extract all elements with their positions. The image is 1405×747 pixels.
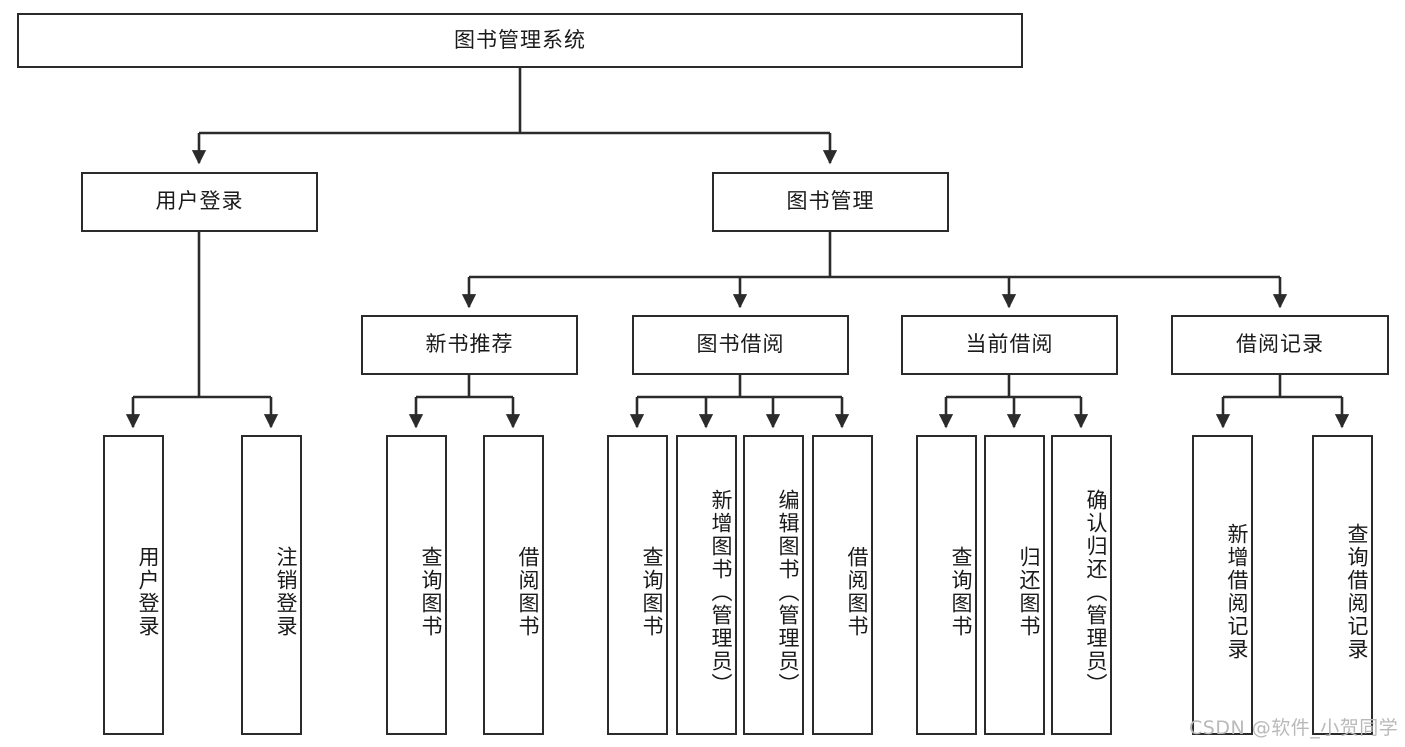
node-leaf-query-book-3-label: 查询图书 (949, 546, 973, 638)
node-leaf-add-book[interactable]: 新增图书（管理员） (676, 435, 737, 735)
node-user-login-label: 用户登录 (155, 189, 244, 214)
node-book-manage-label: 图书管理 (786, 189, 875, 214)
node-leaf-query-record-label: 查询借阅记录 (1345, 523, 1369, 661)
node-leaf-return-book[interactable]: 归还图书 (984, 435, 1045, 735)
node-leaf-return-book-label: 归还图书 (1017, 546, 1041, 638)
node-leaf-add-record-label: 新增借阅记录 (1225, 523, 1249, 661)
node-book-manage[interactable]: 图书管理 (712, 172, 949, 232)
node-leaf-add-book-label: 新增图书（管理员） (709, 488, 733, 696)
node-leaf-query-book-1[interactable]: 查询图书 (386, 435, 447, 735)
node-leaf-borrow-book-2[interactable]: 借阅图书 (812, 435, 873, 735)
node-user-login[interactable]: 用户登录 (81, 172, 318, 232)
node-leaf-borrow-book-1-label: 借阅图书 (516, 546, 540, 638)
node-leaf-query-book-2[interactable]: 查询图书 (607, 435, 668, 735)
node-borrow-record-label: 借阅记录 (1236, 332, 1324, 357)
node-leaf-add-record[interactable]: 新增借阅记录 (1192, 435, 1253, 735)
node-leaf-borrow-book-2-label: 借阅图书 (845, 546, 869, 638)
node-leaf-user-login[interactable]: 用户登录 (103, 435, 164, 735)
node-borrow-record[interactable]: 借阅记录 (1171, 315, 1389, 375)
node-leaf-query-book-2-label: 查询图书 (640, 546, 664, 638)
node-leaf-user-login-label: 用户登录 (136, 546, 160, 638)
node-leaf-query-record[interactable]: 查询借阅记录 (1312, 435, 1373, 735)
node-book-borrow[interactable]: 图书借阅 (632, 315, 849, 375)
node-root-label: 图书管理系统 (454, 27, 586, 52)
node-leaf-logout-label: 注销登录 (274, 546, 298, 638)
node-book-borrow-label: 图书借阅 (696, 332, 785, 357)
node-leaf-query-book-1-label: 查询图书 (419, 546, 443, 638)
node-leaf-query-book-3[interactable]: 查询图书 (916, 435, 977, 735)
node-leaf-edit-book-label: 编辑图书（管理员） (776, 488, 800, 696)
node-current-borrow[interactable]: 当前借阅 (901, 315, 1118, 375)
node-leaf-borrow-book-1[interactable]: 借阅图书 (483, 435, 544, 735)
node-leaf-confirm-return[interactable]: 确认归还（管理员） (1051, 435, 1112, 735)
csdn-watermark: CSDN @软件_小贺同学 (1189, 717, 1399, 739)
node-leaf-logout[interactable]: 注销登录 (241, 435, 302, 735)
node-new-book-rec[interactable]: 新书推荐 (361, 315, 578, 375)
node-current-borrow-label: 当前借阅 (965, 332, 1054, 357)
node-leaf-confirm-return-label: 确认归还（管理员） (1084, 488, 1108, 696)
node-leaf-edit-book[interactable]: 编辑图书（管理员） (743, 435, 804, 735)
node-root[interactable]: 图书管理系统 (17, 13, 1023, 68)
node-new-book-rec-label: 新书推荐 (425, 332, 514, 357)
